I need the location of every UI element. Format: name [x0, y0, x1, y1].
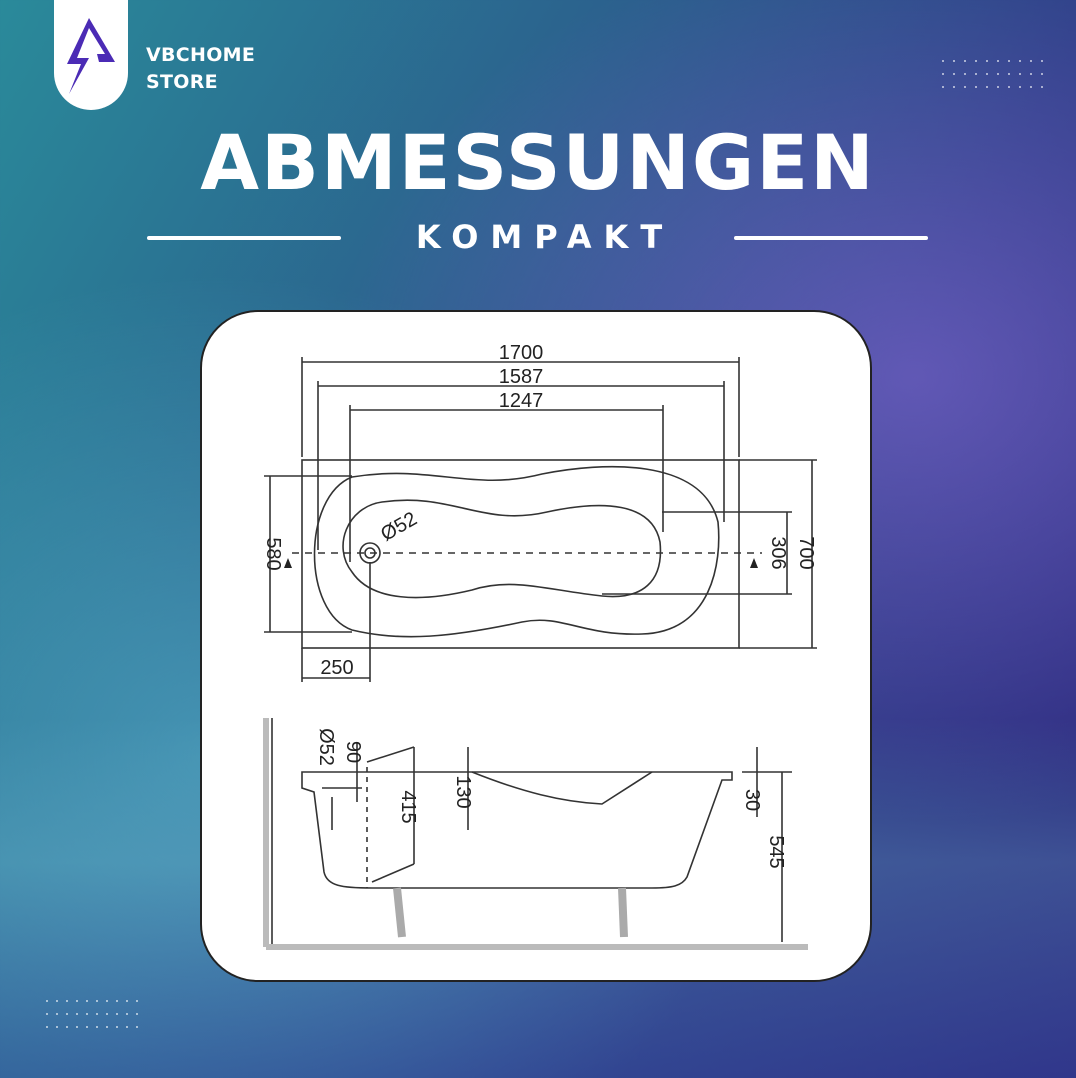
tub-basin-outline	[342, 499, 662, 599]
dim-overflow-offset: 90	[342, 741, 364, 763]
dim-overall-width: 700	[795, 536, 817, 569]
brand-line-1: VBCHOME	[146, 44, 256, 66]
dim-overall-length: 1700	[499, 342, 544, 364]
dim-overflow-diameter: Ø52	[315, 728, 337, 766]
brand-line-2: STORE	[146, 71, 218, 93]
dim-depth: 415	[397, 790, 419, 823]
dim-inner-width: 580	[262, 537, 284, 570]
section-arrow-left	[284, 558, 292, 568]
section-arrow-right	[750, 558, 758, 568]
subtitle-rule-left	[147, 236, 341, 240]
brand-name: VBCHOME STORE	[146, 42, 255, 96]
tub-rim-outline	[313, 465, 720, 638]
decorative-dots-bottom-left	[46, 1000, 138, 1028]
decorative-dots-top-right	[942, 60, 1043, 88]
tub-side-profile	[301, 771, 733, 889]
page-subtitle: KOMPAKT	[415, 218, 675, 256]
dim-rim-length: 1587	[499, 366, 544, 388]
dim-basin-width: 306	[767, 536, 789, 569]
tub-outer-outline	[301, 459, 740, 649]
subtitle-rule-right	[734, 236, 928, 240]
dim-total-height: 545	[765, 835, 787, 868]
dim-drain-offset: 250	[320, 657, 353, 679]
dim-armrest-depth: 130	[452, 775, 474, 808]
bathtub-dimension-drawing: 1700 1587 1247 580 Ø52 250 306 700 Ø52 9…	[262, 342, 817, 950]
page-title: ABMESSUNGEN	[200, 118, 876, 207]
dim-basin-length: 1247	[499, 390, 544, 412]
dim-drain-diameter: Ø52	[377, 508, 421, 546]
armrest-contour	[471, 771, 653, 805]
dimension-drawing-card: 1700 1587 1247 580 Ø52 250 306 700 Ø52 9…	[200, 310, 872, 982]
dim-rim-height: 30	[741, 789, 763, 811]
lightning-bolt-icon	[67, 18, 115, 94]
store-logo	[54, 0, 128, 110]
